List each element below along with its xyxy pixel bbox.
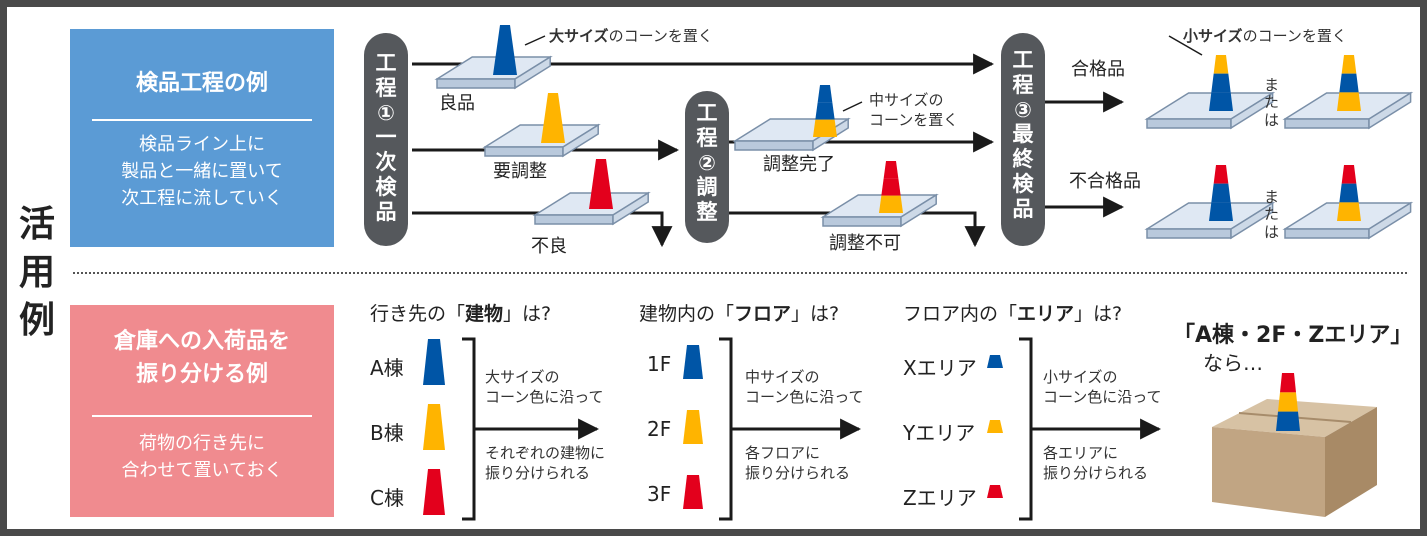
panel-divider <box>92 119 312 121</box>
building-a: A棟 <box>370 356 404 380</box>
label-needs-adjust: 要調整 <box>493 161 547 182</box>
cone-small-yellow-blue-yellow <box>1337 55 1361 111</box>
arrow-defect-out <box>412 211 673 248</box>
warehouse-example-panel: 倉庫への入荷品を 振り分ける例 荷物の行き先に 合わせて置いておく <box>70 305 334 517</box>
example-sub: なら… <box>1203 351 1263 375</box>
building-c: C棟 <box>370 486 404 510</box>
inspection-panel-title: 検品工程の例 <box>135 71 268 96</box>
mark-area-x <box>987 355 1003 368</box>
cone-small-yellow-blue-blue <box>1209 55 1233 111</box>
bracket-areas <box>1019 337 1033 521</box>
floor-1f: 1F <box>647 352 672 376</box>
side-title-char-1: 活 <box>18 204 55 245</box>
callout-line-medium <box>842 101 863 112</box>
label-or-1: ま た は <box>1264 76 1280 129</box>
inspection-example-panel: 検品工程の例 検品ライン上に 製品と一緒に置いて 次工程に流していく <box>70 29 334 247</box>
callout-line-small <box>1168 35 1203 56</box>
cone-building-c <box>423 469 445 515</box>
cone-large-red <box>589 159 613 209</box>
note-floor-rule: 中サイズの コーン色に沿って <box>745 368 864 407</box>
building-b: B棟 <box>370 421 404 445</box>
label-fail: 不合格品 <box>1069 171 1141 192</box>
cone-building-a <box>423 339 445 385</box>
inspection-panel-text: 検品ライン上に 製品と一緒に置いて 次工程に流していく <box>121 134 283 209</box>
floor-2f: 2F <box>647 417 672 441</box>
process-step-3-pill: 工 程 ③ 最 終 検 品 <box>1001 33 1045 246</box>
question-floor: 建物内の「フロア」は? <box>639 303 840 325</box>
cone-building-b <box>423 404 445 450</box>
cone-medium-red-yellow <box>879 161 903 213</box>
mark-area-z <box>987 485 1003 498</box>
cone-large-blue <box>493 25 517 75</box>
label-pass: 合格品 <box>1071 59 1125 80</box>
warehouse-panel-title: 倉庫への入荷品を 振り分ける例 <box>113 329 290 387</box>
label-defect: 不良 <box>531 236 567 257</box>
label-adjust-fail: 調整不可 <box>829 233 901 254</box>
note-building-rule: 大サイズの コーン色に沿って <box>485 368 604 407</box>
question-area: フロア内の「エリア」は? <box>903 303 1123 325</box>
arrow-adjust-fail-out <box>727 211 986 248</box>
side-title-char-2: 用 <box>18 252 55 293</box>
floor-3f: 3F <box>647 482 672 506</box>
label-adjust-done: 調整完了 <box>763 154 835 175</box>
process-step-1-pill: 工 程 ① 一 次 検 品 <box>364 33 408 246</box>
process-flow-diagram <box>412 25 1414 248</box>
bracket-floors <box>719 337 733 521</box>
note-area-rule: 小サイズの コーン色に沿って <box>1043 368 1162 407</box>
cone-medium-blue-yellow <box>813 85 837 137</box>
label-good: 良品 <box>439 93 475 114</box>
cone-floor-3f <box>683 475 703 509</box>
section-divider <box>73 272 1407 274</box>
bracket-buildings <box>462 337 476 521</box>
area-z: Zエリア <box>903 486 977 510</box>
area-x: Xエリア <box>903 356 977 380</box>
note-floor-result: 各フロアに 振り分けられる <box>745 444 851 483</box>
note-medium-cone: 中サイズの コーンを置く <box>869 91 959 129</box>
tray-needs-adjust <box>482 123 601 158</box>
cone-small-red-blue-blue <box>1209 165 1233 221</box>
note-small-cone: 小サイズのコーンを置く <box>1183 27 1347 45</box>
area-y: Yエリア <box>903 421 976 445</box>
panel-divider <box>92 415 312 417</box>
cone-floor-1f <box>683 345 703 379</box>
label-or-2: ま た は <box>1264 188 1280 241</box>
mark-area-y <box>987 420 1003 433</box>
note-large-cone: 大サイズのコーンを置く <box>549 27 713 45</box>
note-building-result: それぞれの建物に 振り分けられる <box>485 444 606 483</box>
side-title-char-3: 例 <box>18 300 55 341</box>
cone-floor-2f <box>683 410 703 444</box>
cone-small-red-blue-yellow <box>1337 165 1361 221</box>
note-area-result: 各エリアに 振り分けられる <box>1043 444 1149 483</box>
warehouse-panel-text: 荷物の行き先に 合わせて置いておく <box>121 433 283 481</box>
sorting-diagram <box>423 337 1377 521</box>
cone-large-yellow <box>541 93 565 143</box>
tray-adjust-fail <box>820 193 939 228</box>
example-destination: 「A棟・2F・Zエリア」 <box>1173 323 1413 348</box>
callout-line-large <box>524 35 546 46</box>
tray-good <box>434 55 553 90</box>
cone-on-box-red-yellow-blue <box>1276 373 1300 431</box>
process-step-2-pill: 工 程 ② 調 整 <box>685 91 729 243</box>
question-building: 行き先の「建物」は? <box>370 303 552 325</box>
